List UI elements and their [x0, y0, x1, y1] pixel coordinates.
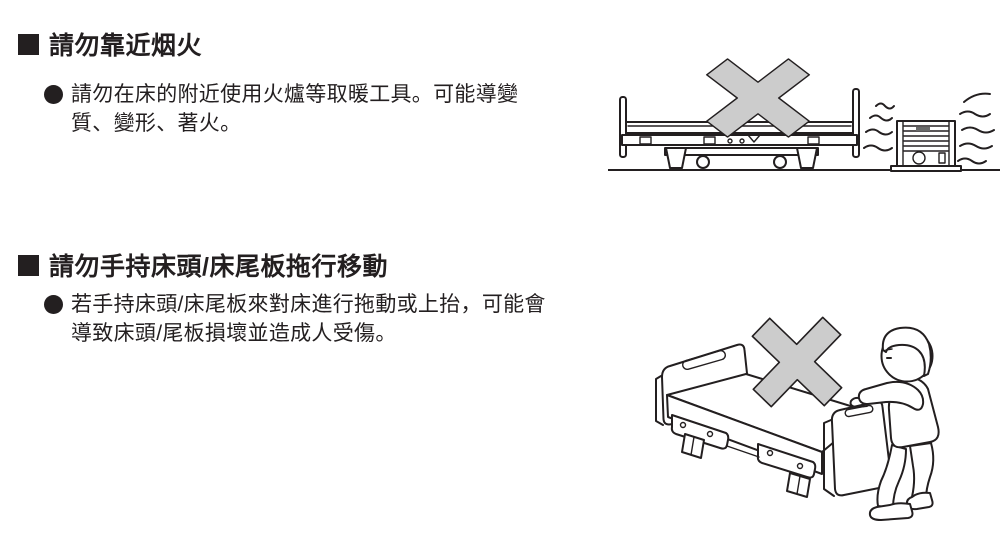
person-arm	[857, 380, 925, 411]
frame-bracket	[703, 136, 716, 145]
base-platform	[664, 147, 819, 156]
heater-knob	[912, 151, 926, 165]
base-leg-left	[665, 147, 687, 169]
bed-leg-ridge	[796, 475, 801, 495]
person-back-leg	[909, 442, 935, 502]
heater	[890, 120, 962, 172]
warning-bullet-1-text: 請勿在床的附近使用火爐等取暖工具。可能導變 質、變形、著火。	[71, 80, 518, 138]
frame-bracket	[807, 136, 820, 145]
bed-leg-ridge	[690, 436, 695, 456]
black-square-bullet-icon	[18, 254, 39, 276]
base-leg-right	[796, 147, 818, 169]
frame-bracket-left	[670, 414, 730, 450]
warning-bullet-2-text: 若手持床頭/床尾板來對床進行拖動或上抬，可能會 導致床頭/尾板損壞並造成人受傷。	[71, 290, 546, 348]
footboard-side-face	[823, 419, 835, 497]
illustration-bed-near-heater	[608, 58, 1000, 172]
frame-bracket	[639, 136, 652, 145]
warning-heading-1: 請勿靠近烟火	[18, 26, 202, 62]
caster-wheel	[773, 155, 787, 169]
person-far-hand	[849, 396, 868, 408]
warning-heading-1-text: 請勿靠近烟火	[49, 32, 203, 60]
frame-bolt	[679, 421, 687, 429]
heater-switch	[938, 152, 946, 164]
frame-edge	[726, 445, 760, 458]
prohibition-x-icon	[705, 58, 811, 138]
frame-bolt	[727, 138, 733, 144]
heater-burner-glow	[916, 127, 930, 131]
bullet-1-line-1: 請勿在床的附近使用火爐等取暖工具。可能導變	[71, 83, 519, 106]
person-hair	[881, 326, 932, 377]
frame-bolt	[706, 430, 714, 438]
person-front-shoe	[868, 502, 914, 521]
illustration-person-dragging-bed	[655, 316, 940, 521]
person-eyebrow	[885, 348, 893, 351]
black-square-bullet-icon	[18, 33, 39, 55]
bullet-2-line-2: 導致床頭/尾板損壞並造成人受傷。	[71, 322, 397, 345]
headboard-handle-slot	[681, 349, 727, 371]
black-circle-bullet-icon	[44, 295, 63, 314]
warning-bullet-1: 請勿在床的附近使用火爐等取暖工具。可能導變 質、變形、著火。	[44, 80, 518, 138]
black-circle-bullet-icon	[44, 85, 63, 104]
caster-wheel	[696, 155, 710, 169]
warning-bullet-2: 若手持床頭/床尾板來對床進行拖動或上抬，可能會 導致床頭/尾板損壞並造成人受傷。	[44, 290, 546, 348]
person-figure	[849, 326, 940, 521]
frame-bolt	[796, 462, 804, 470]
person-back-shoe	[905, 491, 934, 511]
frame-bolt	[739, 138, 745, 144]
warning-heading-2-text: 請勿手持床頭/床尾板拖行移動	[49, 253, 388, 281]
frame-notch	[747, 134, 761, 143]
heat-wave-lines	[863, 92, 995, 165]
frame-bolt	[766, 449, 774, 457]
warning-heading-2: 請勿手持床頭/床尾板拖行移動	[18, 247, 388, 283]
headboard-side-face	[655, 375, 664, 426]
prohibition-x-icon	[751, 316, 843, 408]
bullet-2-line-1: 若手持床頭/床尾板來對床進行拖動或上抬，可能會	[71, 293, 546, 316]
bullet-1-line-2: 質、變形、著火。	[71, 112, 242, 135]
bed-perspective-view	[655, 343, 871, 498]
